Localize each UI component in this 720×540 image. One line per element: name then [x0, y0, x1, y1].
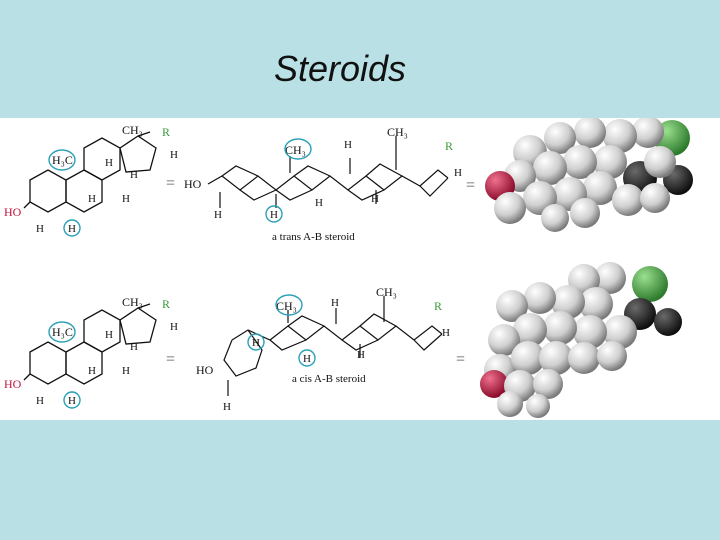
cis-h3c-label: H₃C — [52, 325, 73, 339]
cis-chair-h: H — [303, 353, 311, 365]
trans-chair-ch3: CH₃ — [285, 143, 306, 157]
cis-h-label: H — [130, 341, 138, 353]
trans-h-label: H — [68, 223, 76, 235]
trans-h-label: H — [130, 169, 138, 181]
trans-chair-h: H — [371, 193, 379, 205]
cis-chair-h: H — [357, 349, 365, 361]
cis-ho-label: HO — [4, 377, 22, 391]
cis-chair-ch3-highlight — [275, 294, 303, 316]
cis-r-label: R — [162, 297, 170, 311]
trans-h-label: H — [105, 157, 113, 169]
trans-h-label: H — [122, 193, 130, 205]
trans-chair-ch3-highlight — [284, 138, 312, 160]
trans-h-highlight — [63, 219, 81, 237]
cis-flat-structure — [23, 303, 157, 385]
trans-flat-labels: H₃C CH₃ R H H H H H HO H H = — [4, 123, 178, 237]
cis-ch3-label: CH₃ — [122, 295, 143, 309]
cis-equals: = — [166, 351, 175, 368]
trans-h-label: H — [88, 193, 96, 205]
cis-h-label: H — [122, 365, 130, 377]
trans-chair-h: H — [315, 197, 323, 209]
trans-ho-label: HO — [4, 205, 22, 219]
trans-flat-structure — [23, 131, 157, 213]
cis-chair-labels: CH₃ CH₃ R H H H H H HO H a cis A-B stero… — [196, 285, 465, 413]
trans-chair-ch3: CH₃ — [387, 125, 408, 139]
trans-chair-ho: HO — [184, 177, 202, 191]
trans-chair-h-highlight — [265, 205, 283, 223]
trans-space-filling-model — [485, 118, 693, 232]
cis-flat-labels: H₃C CH₃ R H H H H H HO H H = — [4, 295, 178, 409]
cis-h3c-highlight — [48, 321, 76, 343]
cis-chair-h-highlight — [247, 333, 265, 351]
trans-h-label: H — [170, 149, 178, 161]
cis-caption: a cis A-B steroid — [292, 373, 366, 385]
slide-title: Steroids — [273, 48, 407, 89]
cis-chair-h: H — [442, 327, 450, 339]
figure-panel: H₃C CH₃ R H H H H H HO H H = HO CH₃ CH₃ — [0, 118, 720, 420]
cis-chair-h: H — [223, 401, 231, 413]
steroid-figure: H₃C CH₃ R H H H H H HO H H = HO CH₃ CH₃ — [4, 118, 693, 418]
cis-chair-ho: HO — [196, 363, 214, 377]
trans-chair-labels: HO CH₃ CH₃ R H H H H H H a trans A-B ste… — [184, 125, 475, 243]
cis-chair-r: R — [434, 299, 442, 313]
trans-r-label: R — [162, 125, 170, 139]
cis-h-label: H — [36, 395, 44, 407]
trans-h3c-label: H₃C — [52, 153, 73, 167]
trans-equals: = — [166, 175, 175, 192]
trans-chair-h: H — [270, 209, 278, 221]
cis-chair-h-highlight — [298, 349, 316, 367]
cis-chair-h: H — [331, 297, 339, 309]
trans-h3c-highlight — [48, 149, 76, 171]
cis-chair-ch3: CH₃ — [376, 285, 397, 299]
cis-chair-structure — [223, 296, 443, 396]
trans-caption: a trans A-B steroid — [272, 231, 355, 243]
trans-chair-h: H — [454, 167, 462, 179]
trans-equals-2: = — [466, 177, 475, 194]
trans-chair-h: H — [214, 209, 222, 221]
cis-equals-2: = — [456, 351, 465, 368]
trans-ch3-label: CH₃ — [122, 123, 143, 137]
cis-space-filling-model — [480, 262, 682, 418]
cis-h-label: H — [105, 329, 113, 341]
cis-chair-ch3: CH₃ — [276, 299, 297, 313]
cis-h-label: H — [88, 365, 96, 377]
trans-chair-structure — [207, 136, 449, 208]
cis-h-highlight — [63, 391, 81, 409]
trans-chair-h: H — [344, 139, 352, 151]
cis-h-label: H — [170, 321, 178, 333]
trans-chair-r: R — [445, 139, 453, 153]
cis-chair-h: H — [252, 337, 260, 349]
cis-h-label: H — [68, 395, 76, 407]
trans-h-label: H — [36, 223, 44, 235]
